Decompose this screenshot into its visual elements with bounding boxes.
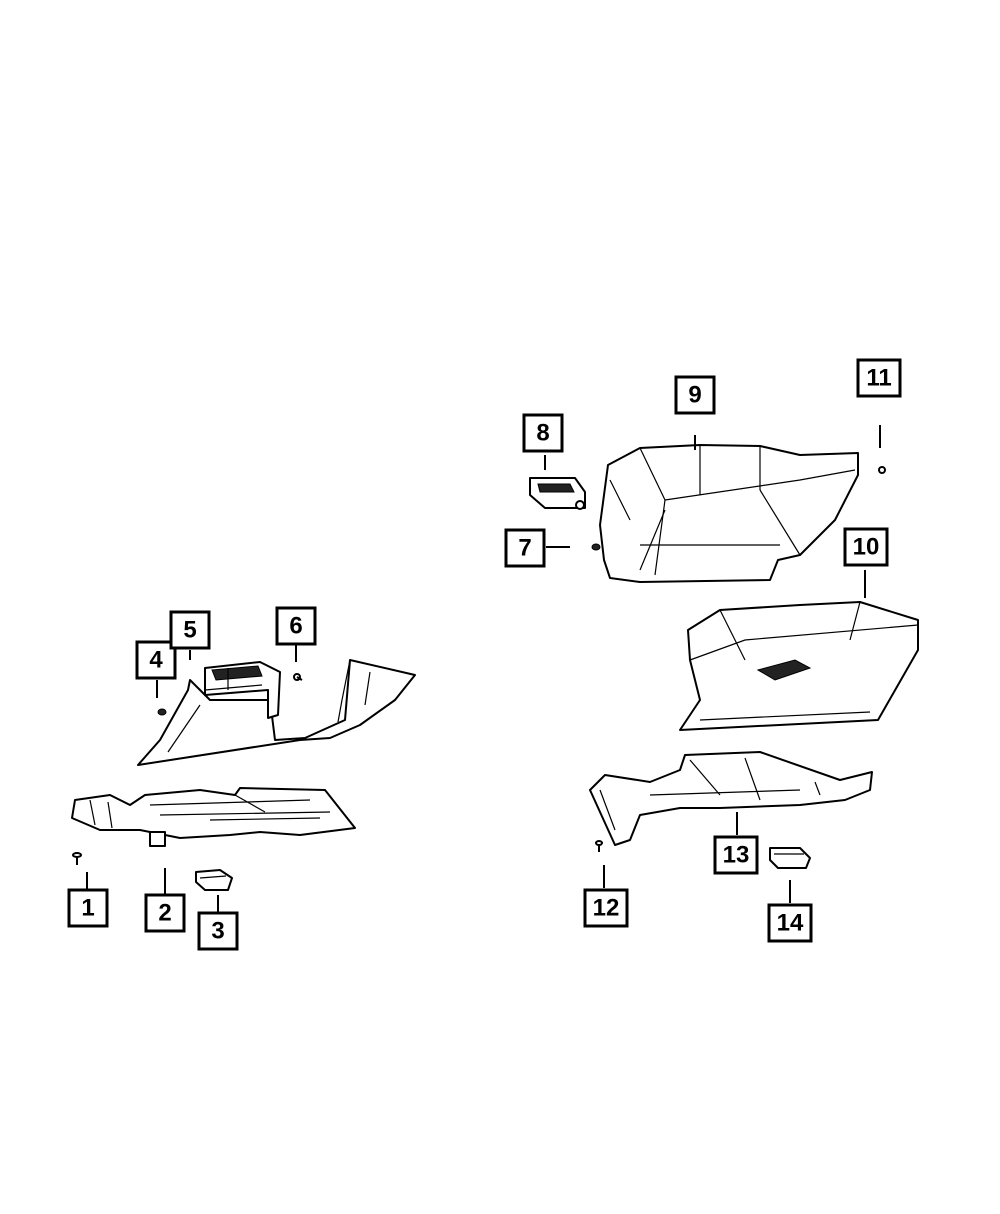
leader-lines xyxy=(86,425,881,913)
callout-8-label: 8 xyxy=(536,420,549,447)
callout-9: 9 xyxy=(674,375,716,415)
callout-2-label: 2 xyxy=(158,900,171,927)
part-glove-box-door xyxy=(679,601,919,731)
part-glove-box-housing xyxy=(599,444,859,583)
callout-7: 7 xyxy=(504,528,546,568)
callout-10-label: 10 xyxy=(853,534,880,561)
part-screw-6 xyxy=(293,673,303,681)
callout-8: 8 xyxy=(522,413,564,453)
part-screw-12 xyxy=(595,840,603,852)
part-reinforcement-bracket xyxy=(71,787,356,847)
callout-12-label: 12 xyxy=(593,895,620,922)
callout-13-label: 13 xyxy=(723,842,750,869)
callout-3-label: 3 xyxy=(211,918,224,945)
callout-6: 6 xyxy=(275,606,317,646)
callout-14-label: 14 xyxy=(777,910,804,937)
callout-3: 3 xyxy=(197,911,239,951)
callout-9-label: 9 xyxy=(688,382,701,409)
part-clip-14 xyxy=(769,847,811,869)
callout-4-label: 4 xyxy=(149,647,163,674)
part-lower-trim-panel xyxy=(137,659,416,766)
callout-1: 1 xyxy=(67,888,109,928)
callout-11-label: 11 xyxy=(866,365,891,392)
part-clip-3 xyxy=(195,869,233,891)
part-screw-11 xyxy=(878,466,886,474)
part-clip-4 xyxy=(157,708,167,716)
part-lower-bracket xyxy=(589,751,873,846)
callout-5-label: 5 xyxy=(183,617,196,644)
callout-11: 11 xyxy=(856,358,902,398)
callout-10: 10 xyxy=(843,527,889,567)
part-clip-7 xyxy=(591,543,601,551)
part-latch-8 xyxy=(529,477,586,510)
part-bezel-bracket xyxy=(204,661,281,719)
callout-1-label: 1 xyxy=(81,895,94,922)
callout-13: 13 xyxy=(713,835,759,875)
callout-6-label: 6 xyxy=(289,613,302,640)
part-screw-1 xyxy=(72,852,82,865)
callout-12: 12 xyxy=(583,888,629,928)
callout-14: 14 xyxy=(767,903,813,943)
callout-7-label: 7 xyxy=(518,535,531,562)
callout-2: 2 xyxy=(144,893,186,933)
callout-4: 4 xyxy=(135,640,177,680)
callout-5: 5 xyxy=(169,610,211,650)
